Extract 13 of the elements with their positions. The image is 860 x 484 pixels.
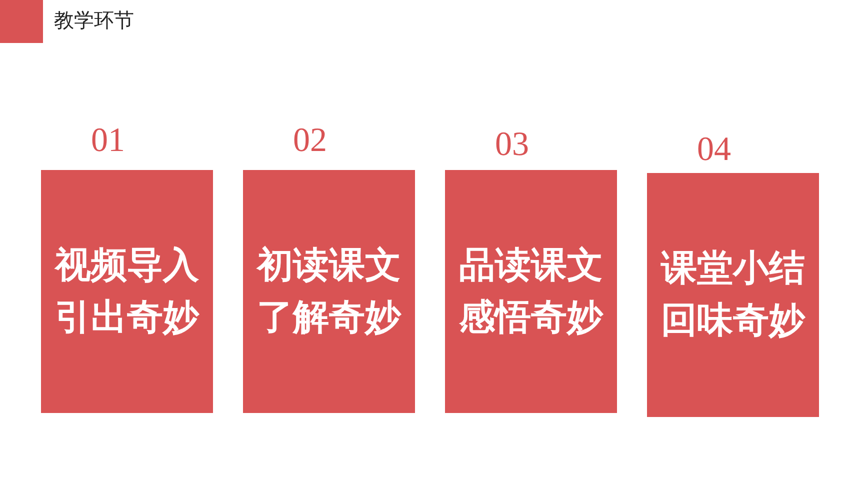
step-text: 初读课文了解奇妙 — [255, 244, 402, 340]
step-text: 品读课文感悟奇妙 — [458, 244, 604, 340]
step-number: 01 — [91, 123, 125, 159]
step-number: 02 — [293, 123, 327, 159]
step-number: 03 — [495, 127, 529, 163]
step-text: 视频导入引出奇妙 — [53, 244, 200, 340]
step-box — [41, 170, 213, 413]
step-number: 04 — [697, 132, 731, 168]
step-box — [243, 170, 415, 413]
step-text: 课堂小结回味奇妙 — [660, 247, 806, 343]
step-box — [647, 173, 819, 417]
page-title: 教学环节 — [54, 7, 134, 34]
step-box — [445, 170, 617, 413]
